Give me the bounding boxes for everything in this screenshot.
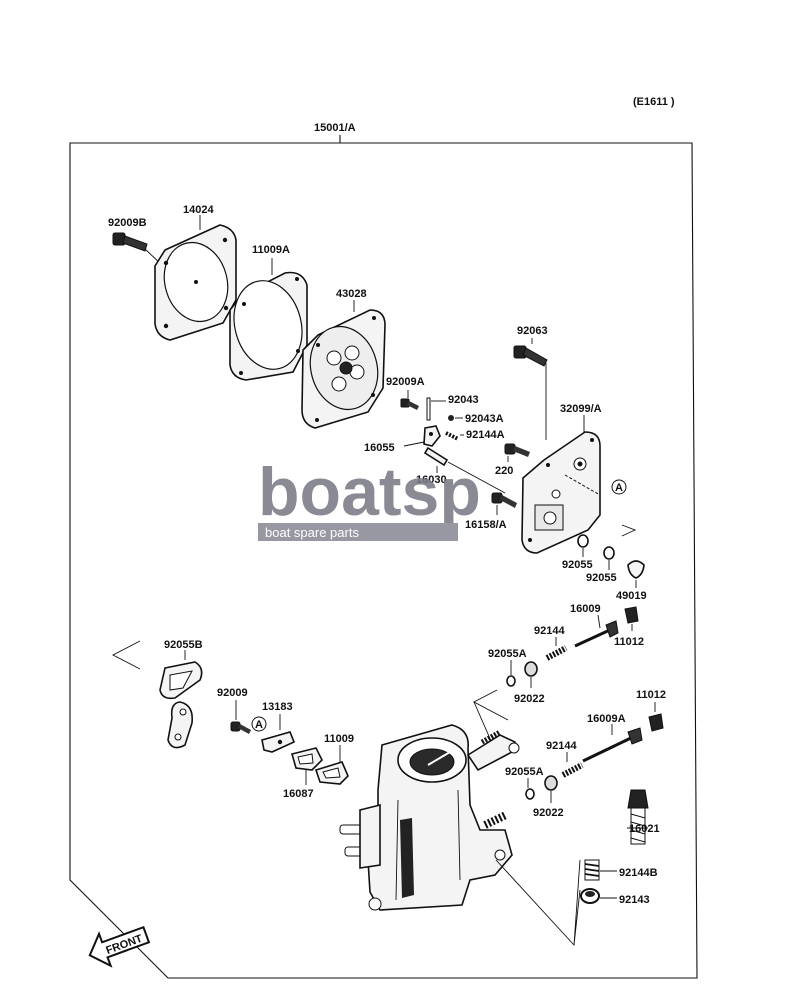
pump-cover-32099a (521, 431, 601, 554)
screw-220 (504, 443, 530, 462)
spring-92144a (445, 431, 464, 441)
washer-92022-b (544, 775, 558, 803)
label-92143: 92143 (619, 894, 650, 906)
label-16030: 16030 (416, 474, 447, 486)
screw-92043a (448, 415, 463, 421)
gasket-92055b (159, 650, 203, 749)
label-92063: 92063 (517, 325, 548, 337)
label-11009a: 11009A (252, 244, 290, 256)
svg-text:A: A (255, 719, 263, 731)
watermark-brand: boatsp (258, 454, 481, 530)
spring-92144b (584, 859, 617, 881)
label-14024: 14024 (183, 204, 214, 216)
watermark-logo: boatsp boat spare parts (258, 454, 481, 541)
bolt-92009b (112, 232, 164, 267)
bolt-92063 (513, 338, 548, 440)
spring-92144-a (545, 637, 568, 661)
label-92144-b: 92144 (546, 740, 577, 752)
label-16055: 16055 (364, 442, 395, 454)
gasket-11009a (229, 271, 308, 381)
label-92055a-a: 92055A (488, 648, 527, 660)
carburetor-body (339, 724, 581, 947)
needle-16030 (423, 446, 506, 494)
pin-92043 (426, 397, 446, 421)
watermark-tagline: boat spare parts (265, 525, 359, 540)
label-92144-a: 92144 (534, 625, 565, 637)
screw-92009 (230, 700, 251, 734)
diaphragm-43028 (301, 309, 386, 429)
label-92009b: 92009B (108, 217, 147, 229)
o-ring-92055a-a (506, 660, 516, 687)
label-92055-a: 92055 (562, 559, 593, 571)
bracket-13183 (261, 714, 296, 753)
label-92144a: 92144A (466, 429, 505, 441)
spring-92144-b (561, 752, 584, 778)
label-220: 220 (495, 465, 513, 477)
label-16087: 16087 (283, 788, 314, 800)
label-11012-b: 11012 (636, 689, 666, 701)
label-11012-a: 11012 (614, 636, 644, 648)
label-92055a-b: 92055A (505, 766, 544, 778)
washer-92022-a (524, 661, 538, 688)
cap-11012-b (648, 702, 664, 732)
label-92055b: 92055B (164, 639, 203, 651)
lever-16055 (403, 425, 441, 447)
gasket-16087 (291, 747, 323, 785)
cover-plate-14024 (154, 224, 237, 341)
cap-92143 (580, 888, 617, 904)
screw-92009a (400, 390, 419, 410)
label-92055-b: 92055 (586, 572, 617, 584)
plug-16021 (627, 789, 649, 845)
assembly-label: 15001/A (314, 122, 356, 134)
callout-a-top: A (611, 479, 627, 495)
diagram-code: (E1611 ) (633, 96, 675, 108)
label-49019: 49019 (616, 590, 647, 602)
label-16158a: 16158/A (465, 519, 507, 531)
assembly-frame (69, 135, 698, 979)
label-32099a: 32099/A (560, 403, 602, 415)
cap-11012-a (624, 606, 639, 631)
front-arrow: FRONT (88, 925, 151, 968)
label-92043a: 92043A (465, 413, 504, 425)
fitting-16158a (491, 492, 517, 515)
callout-a-bottom: A (251, 716, 267, 732)
o-ring-92055a-b (525, 778, 535, 800)
label-11009: 11009 (324, 733, 354, 745)
svg-text:A: A (615, 482, 623, 494)
screw-16009 (574, 614, 619, 648)
label-92009a: 92009A (386, 376, 425, 388)
o-ring-92055-b (603, 546, 615, 570)
label-43028: 43028 (336, 288, 367, 300)
label-13183: 13183 (262, 701, 293, 713)
watermark-tagline-bar (258, 523, 458, 541)
filter-49019 (627, 560, 645, 588)
label-92043: 92043 (448, 394, 479, 406)
label-16009: 16009 (570, 603, 601, 615)
label-92144b: 92144B (619, 867, 658, 879)
label-92022-a: 92022 (514, 693, 545, 705)
label-92009: 92009 (217, 687, 248, 699)
screw-16009a (582, 724, 643, 763)
gasket-11009 (314, 745, 349, 785)
o-ring-92055-a (577, 534, 589, 557)
label-16021: 16021 (629, 823, 660, 835)
label-16009a: 16009A (587, 713, 626, 725)
label-92022-b: 92022 (533, 807, 564, 819)
